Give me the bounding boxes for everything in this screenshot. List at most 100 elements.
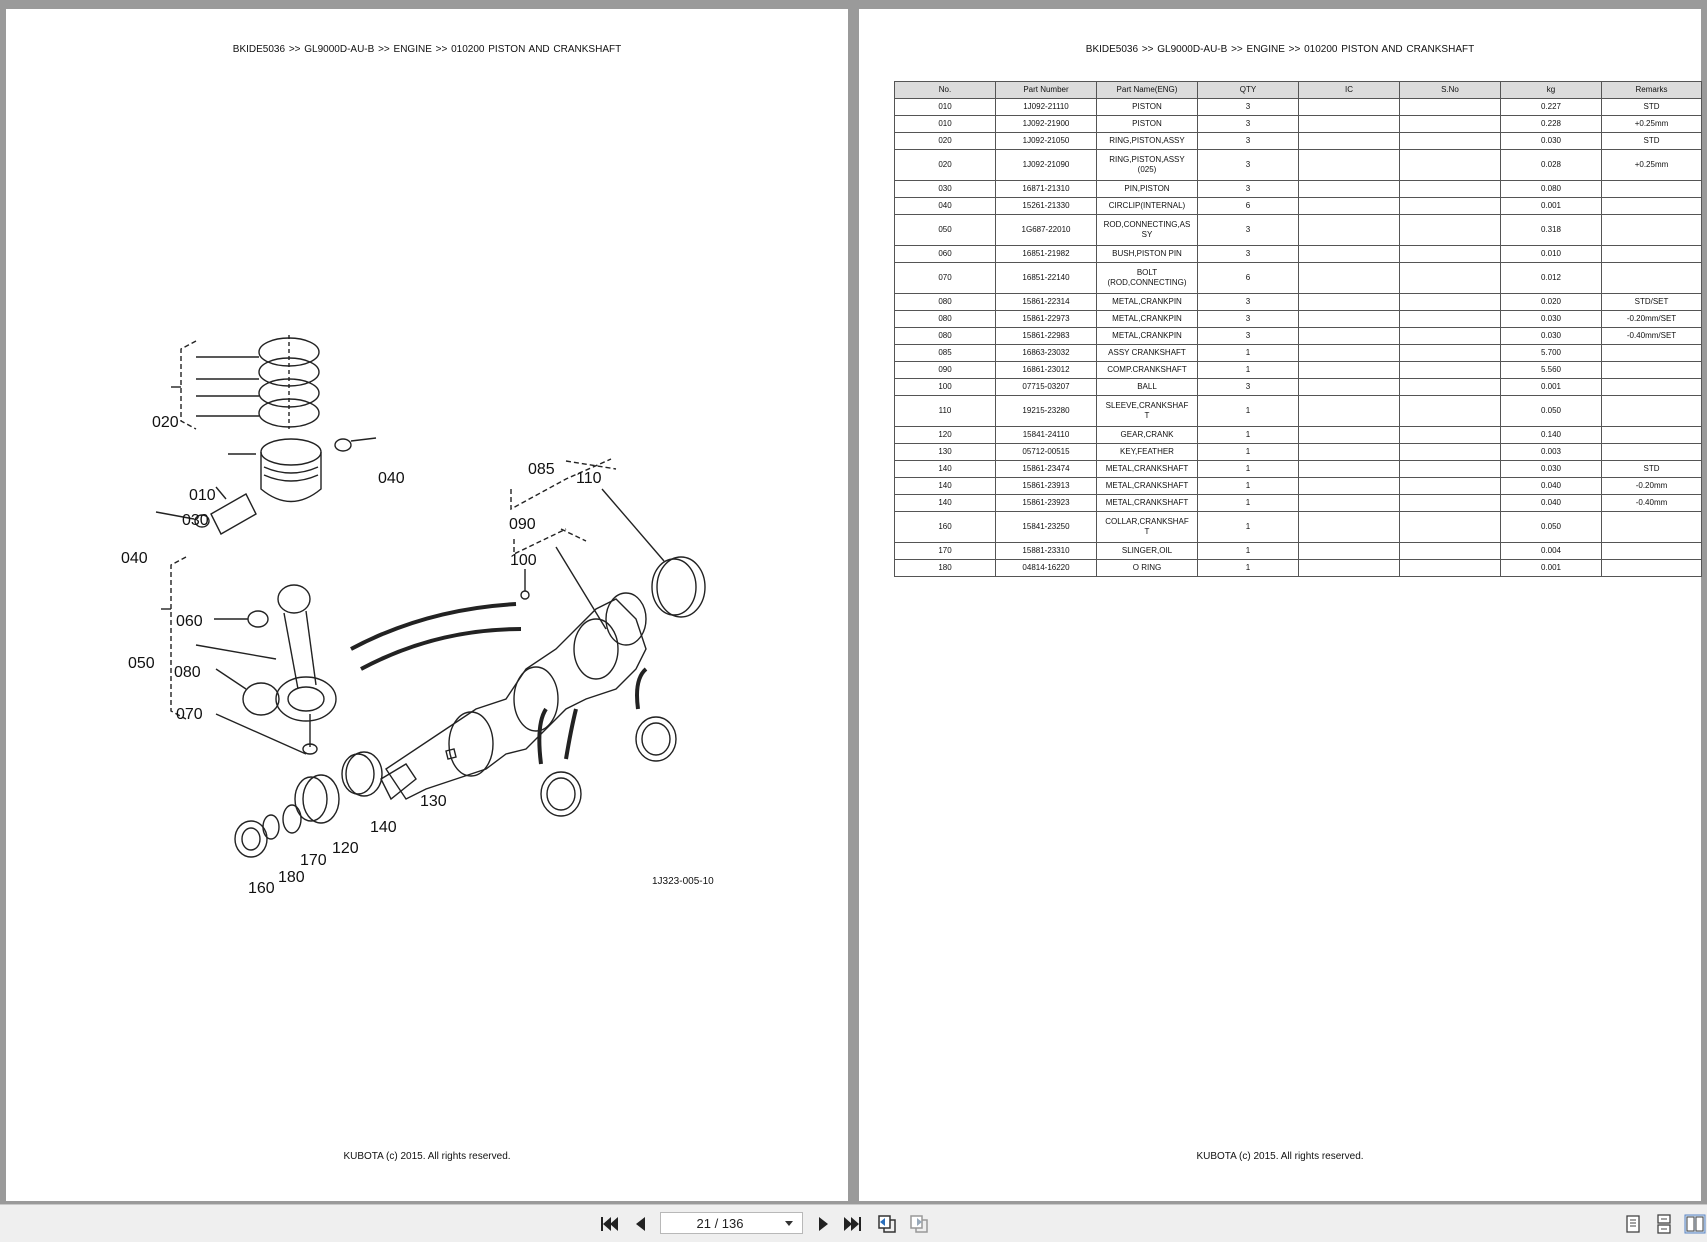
table-cell: 170 <box>894 542 996 560</box>
table-cell: 0.020 <box>1500 293 1602 311</box>
table-cell <box>1399 245 1501 263</box>
table-cell <box>1399 115 1501 133</box>
table-cell: 3 <box>1197 214 1299 246</box>
table-cell: 16861-23012 <box>995 361 1097 379</box>
next-page-icon[interactable] <box>812 1213 834 1235</box>
table-cell: 0.030 <box>1500 132 1602 150</box>
last-page-icon[interactable] <box>842 1213 864 1235</box>
table-cell: 1 <box>1197 477 1299 495</box>
left-page: BKIDE5036 >> GL9000D-AU-B >> ENGINE >> 0… <box>6 9 848 1201</box>
table-cell: RING,PISTON,ASSY(025) <box>1096 149 1198 181</box>
table-cell: 3 <box>1197 132 1299 150</box>
table-cell <box>1399 361 1501 379</box>
table-cell: 0.030 <box>1500 310 1602 328</box>
table-cell: 1 <box>1197 443 1299 461</box>
table-cell: BUSH,PISTON PIN <box>1096 245 1198 263</box>
two-page-view-icon[interactable] <box>1684 1213 1706 1235</box>
table-cell <box>1298 197 1400 215</box>
table-cell <box>1298 494 1400 512</box>
table-cell: 15841-24110 <box>995 426 1097 444</box>
table-cell: 15861-22983 <box>995 327 1097 345</box>
table-cell: BOLT(ROD,CONNECTING) <box>1096 262 1198 294</box>
table-cell: 3 <box>1197 310 1299 328</box>
diagram-label: 140 <box>370 819 397 836</box>
table-cell: PISTON <box>1096 98 1198 116</box>
column-header: Remarks <box>1601 81 1702 99</box>
table-cell: STD/SET <box>1601 293 1702 311</box>
table-cell: -0.40mm/SET <box>1601 327 1702 345</box>
single-page-view-icon[interactable] <box>1622 1213 1644 1235</box>
table-cell: PIN,PISTON <box>1096 180 1198 198</box>
table-cell: 15861-22314 <box>995 293 1097 311</box>
table-cell: 1 <box>1197 344 1299 362</box>
go-back-view-icon[interactable] <box>876 1213 898 1235</box>
table-cell <box>1298 378 1400 396</box>
table-cell: 140 <box>894 460 996 478</box>
table-cell: METAL,CRANKPIN <box>1096 327 1198 345</box>
table-cell: 080 <box>894 310 996 328</box>
table-cell <box>1601 262 1702 294</box>
table-cell <box>1399 378 1501 396</box>
page-number-input[interactable] <box>661 1213 779 1233</box>
go-forward-view-icon[interactable] <box>908 1213 930 1235</box>
diagram-label: 050 <box>128 655 155 672</box>
table-cell: STD <box>1601 132 1702 150</box>
table-cell: 0.001 <box>1500 378 1602 396</box>
table-cell <box>1298 460 1400 478</box>
chevron-down-icon[interactable] <box>782 1218 796 1228</box>
table-cell: 110 <box>894 395 996 427</box>
table-cell: METAL,CRANKPIN <box>1096 293 1198 311</box>
table-cell: 1 <box>1197 559 1299 577</box>
table-cell: METAL,CRANKSHAFT <box>1096 477 1198 495</box>
diagram-label: 020 <box>152 414 179 431</box>
table-cell: 3 <box>1197 378 1299 396</box>
table-cell <box>1601 443 1702 461</box>
table-cell: 1J092-21050 <box>995 132 1097 150</box>
table-cell: 15861-23923 <box>995 494 1097 512</box>
diagram-label: 110 <box>576 470 602 487</box>
table-cell: 010 <box>894 115 996 133</box>
breadcrumb: BKIDE5036 >> GL9000D-AU-B >> ENGINE >> 0… <box>1085 44 1475 55</box>
previous-page-icon[interactable] <box>630 1213 652 1235</box>
table-cell: 1J092-21110 <box>995 98 1097 116</box>
table-cell <box>1298 293 1400 311</box>
table-cell: 080 <box>894 327 996 345</box>
page-number-field[interactable] <box>660 1212 803 1234</box>
diagram-label: 040 <box>378 470 405 487</box>
table-cell: 15861-23913 <box>995 477 1097 495</box>
table-cell <box>1399 443 1501 461</box>
first-page-icon[interactable] <box>598 1213 620 1235</box>
table-cell <box>1298 262 1400 294</box>
continuous-view-icon[interactable] <box>1653 1213 1675 1235</box>
table-cell <box>1399 149 1501 181</box>
table-cell: -0.20mm <box>1601 477 1702 495</box>
table-cell <box>1601 559 1702 577</box>
table-cell: 090 <box>894 361 996 379</box>
